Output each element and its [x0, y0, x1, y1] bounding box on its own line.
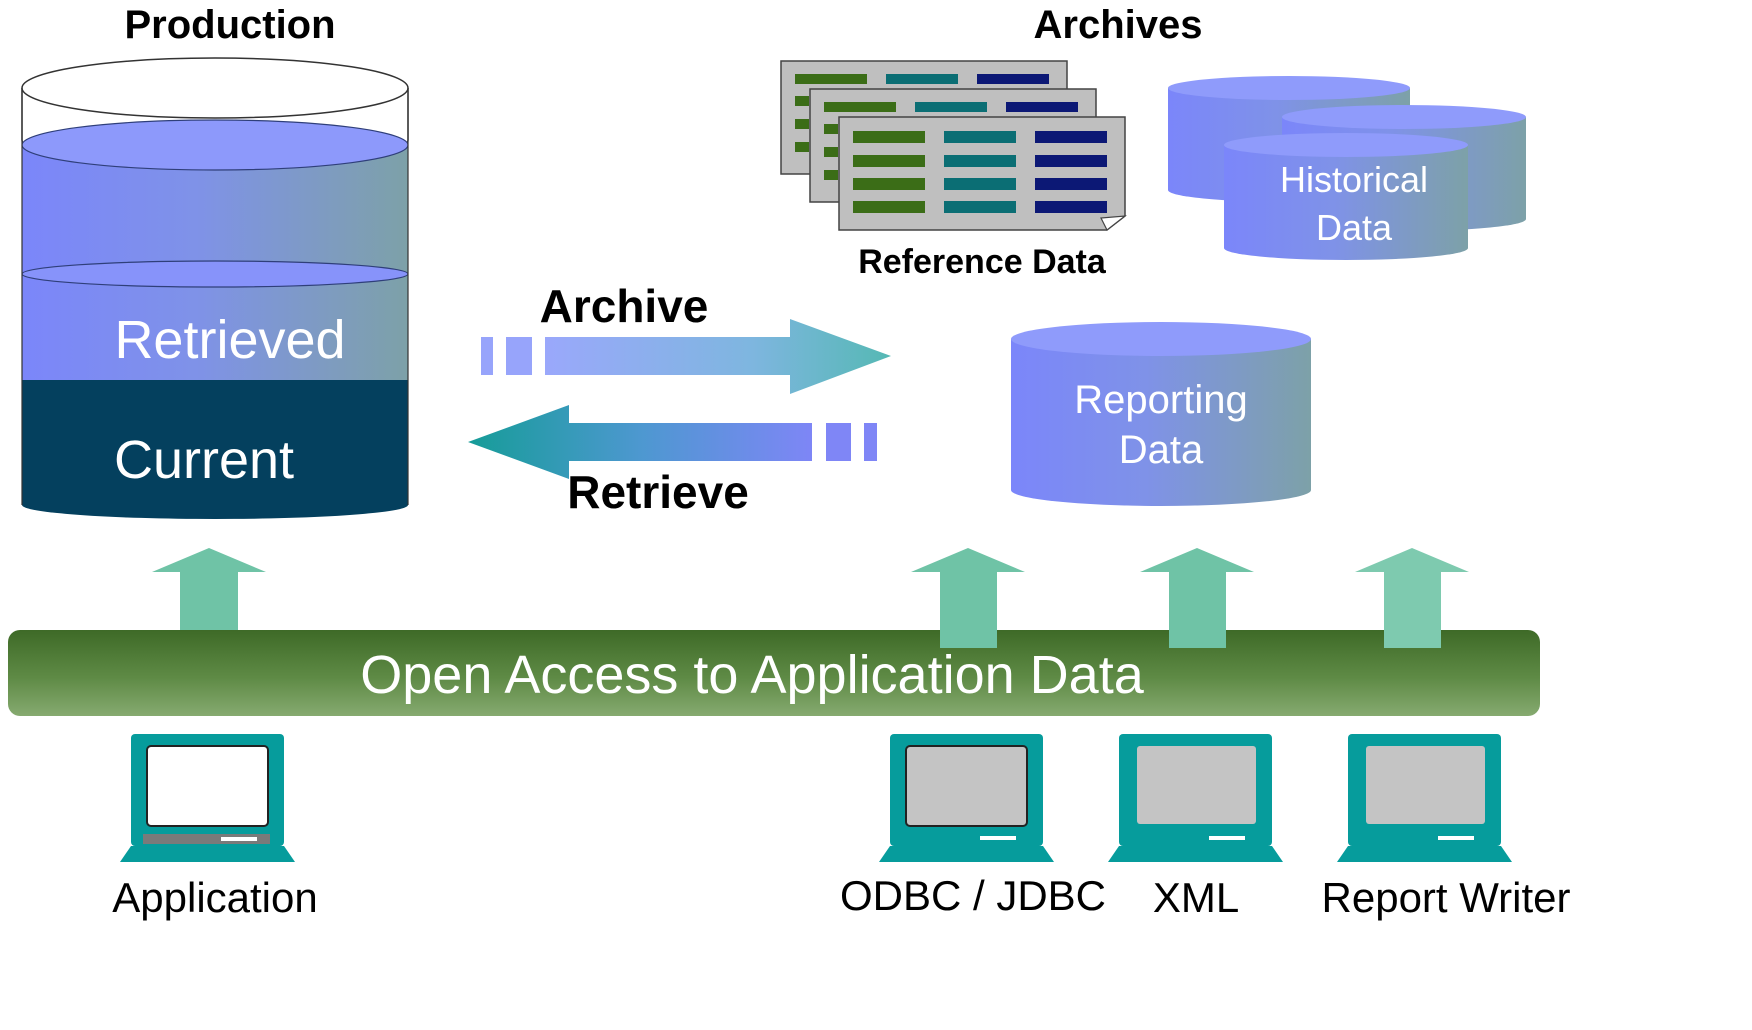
reference-data-label: Reference Data — [858, 243, 1107, 281]
report-writer-computer — [1337, 734, 1512, 862]
odbc-jdbc-label: ODBC / JDBC — [840, 872, 1106, 919]
database-cylinder-icon — [1224, 133, 1468, 260]
historical-data-label-line2: Data — [1316, 207, 1393, 248]
up-arrow-report-writer — [1355, 548, 1469, 648]
reporting-data-icon — [1011, 322, 1311, 506]
database-cylinder-icon — [1011, 322, 1311, 506]
up-arrow-xml — [1140, 548, 1254, 648]
production-header: Production — [124, 3, 335, 47]
archive-arrow — [481, 319, 891, 394]
odbc-jdbc-computer — [879, 734, 1054, 862]
archives-header: Archives — [1034, 3, 1203, 47]
application-computer — [120, 734, 295, 862]
spreadsheet-document-icon — [838, 116, 1127, 231]
archive-label: Archive — [540, 280, 709, 332]
up-arrow-odbc-jdbc — [911, 548, 1025, 648]
retrieved-label: Retrieved — [114, 310, 345, 370]
current-label: Current — [114, 430, 294, 490]
computer-monitor-icon — [1337, 734, 1512, 862]
retrieve-arrow — [468, 405, 877, 479]
reference-data-icon — [780, 60, 1127, 231]
reporting-data-label-line1: Reporting — [1074, 378, 1247, 422]
retrieve-label: Retrieve — [567, 466, 749, 518]
xml-computer — [1108, 734, 1283, 862]
application-label: Application — [112, 874, 317, 921]
production-database — [21, 57, 409, 519]
up-arrow-application — [152, 548, 266, 640]
computer-monitor-icon — [120, 734, 295, 862]
computer-monitor-icon — [1108, 734, 1283, 862]
reporting-data-label-line2: Data — [1119, 428, 1204, 472]
report-writer-label: Report Writer — [1322, 874, 1571, 921]
historical-data-label-line1: Historical — [1280, 159, 1428, 200]
open-access-bar — [8, 630, 1540, 716]
xml-label: XML — [1153, 874, 1239, 921]
computer-monitor-icon — [879, 734, 1054, 862]
historical-data-icon — [1168, 76, 1526, 260]
open-access-bar-label: Open Access to Application Data — [360, 645, 1144, 705]
